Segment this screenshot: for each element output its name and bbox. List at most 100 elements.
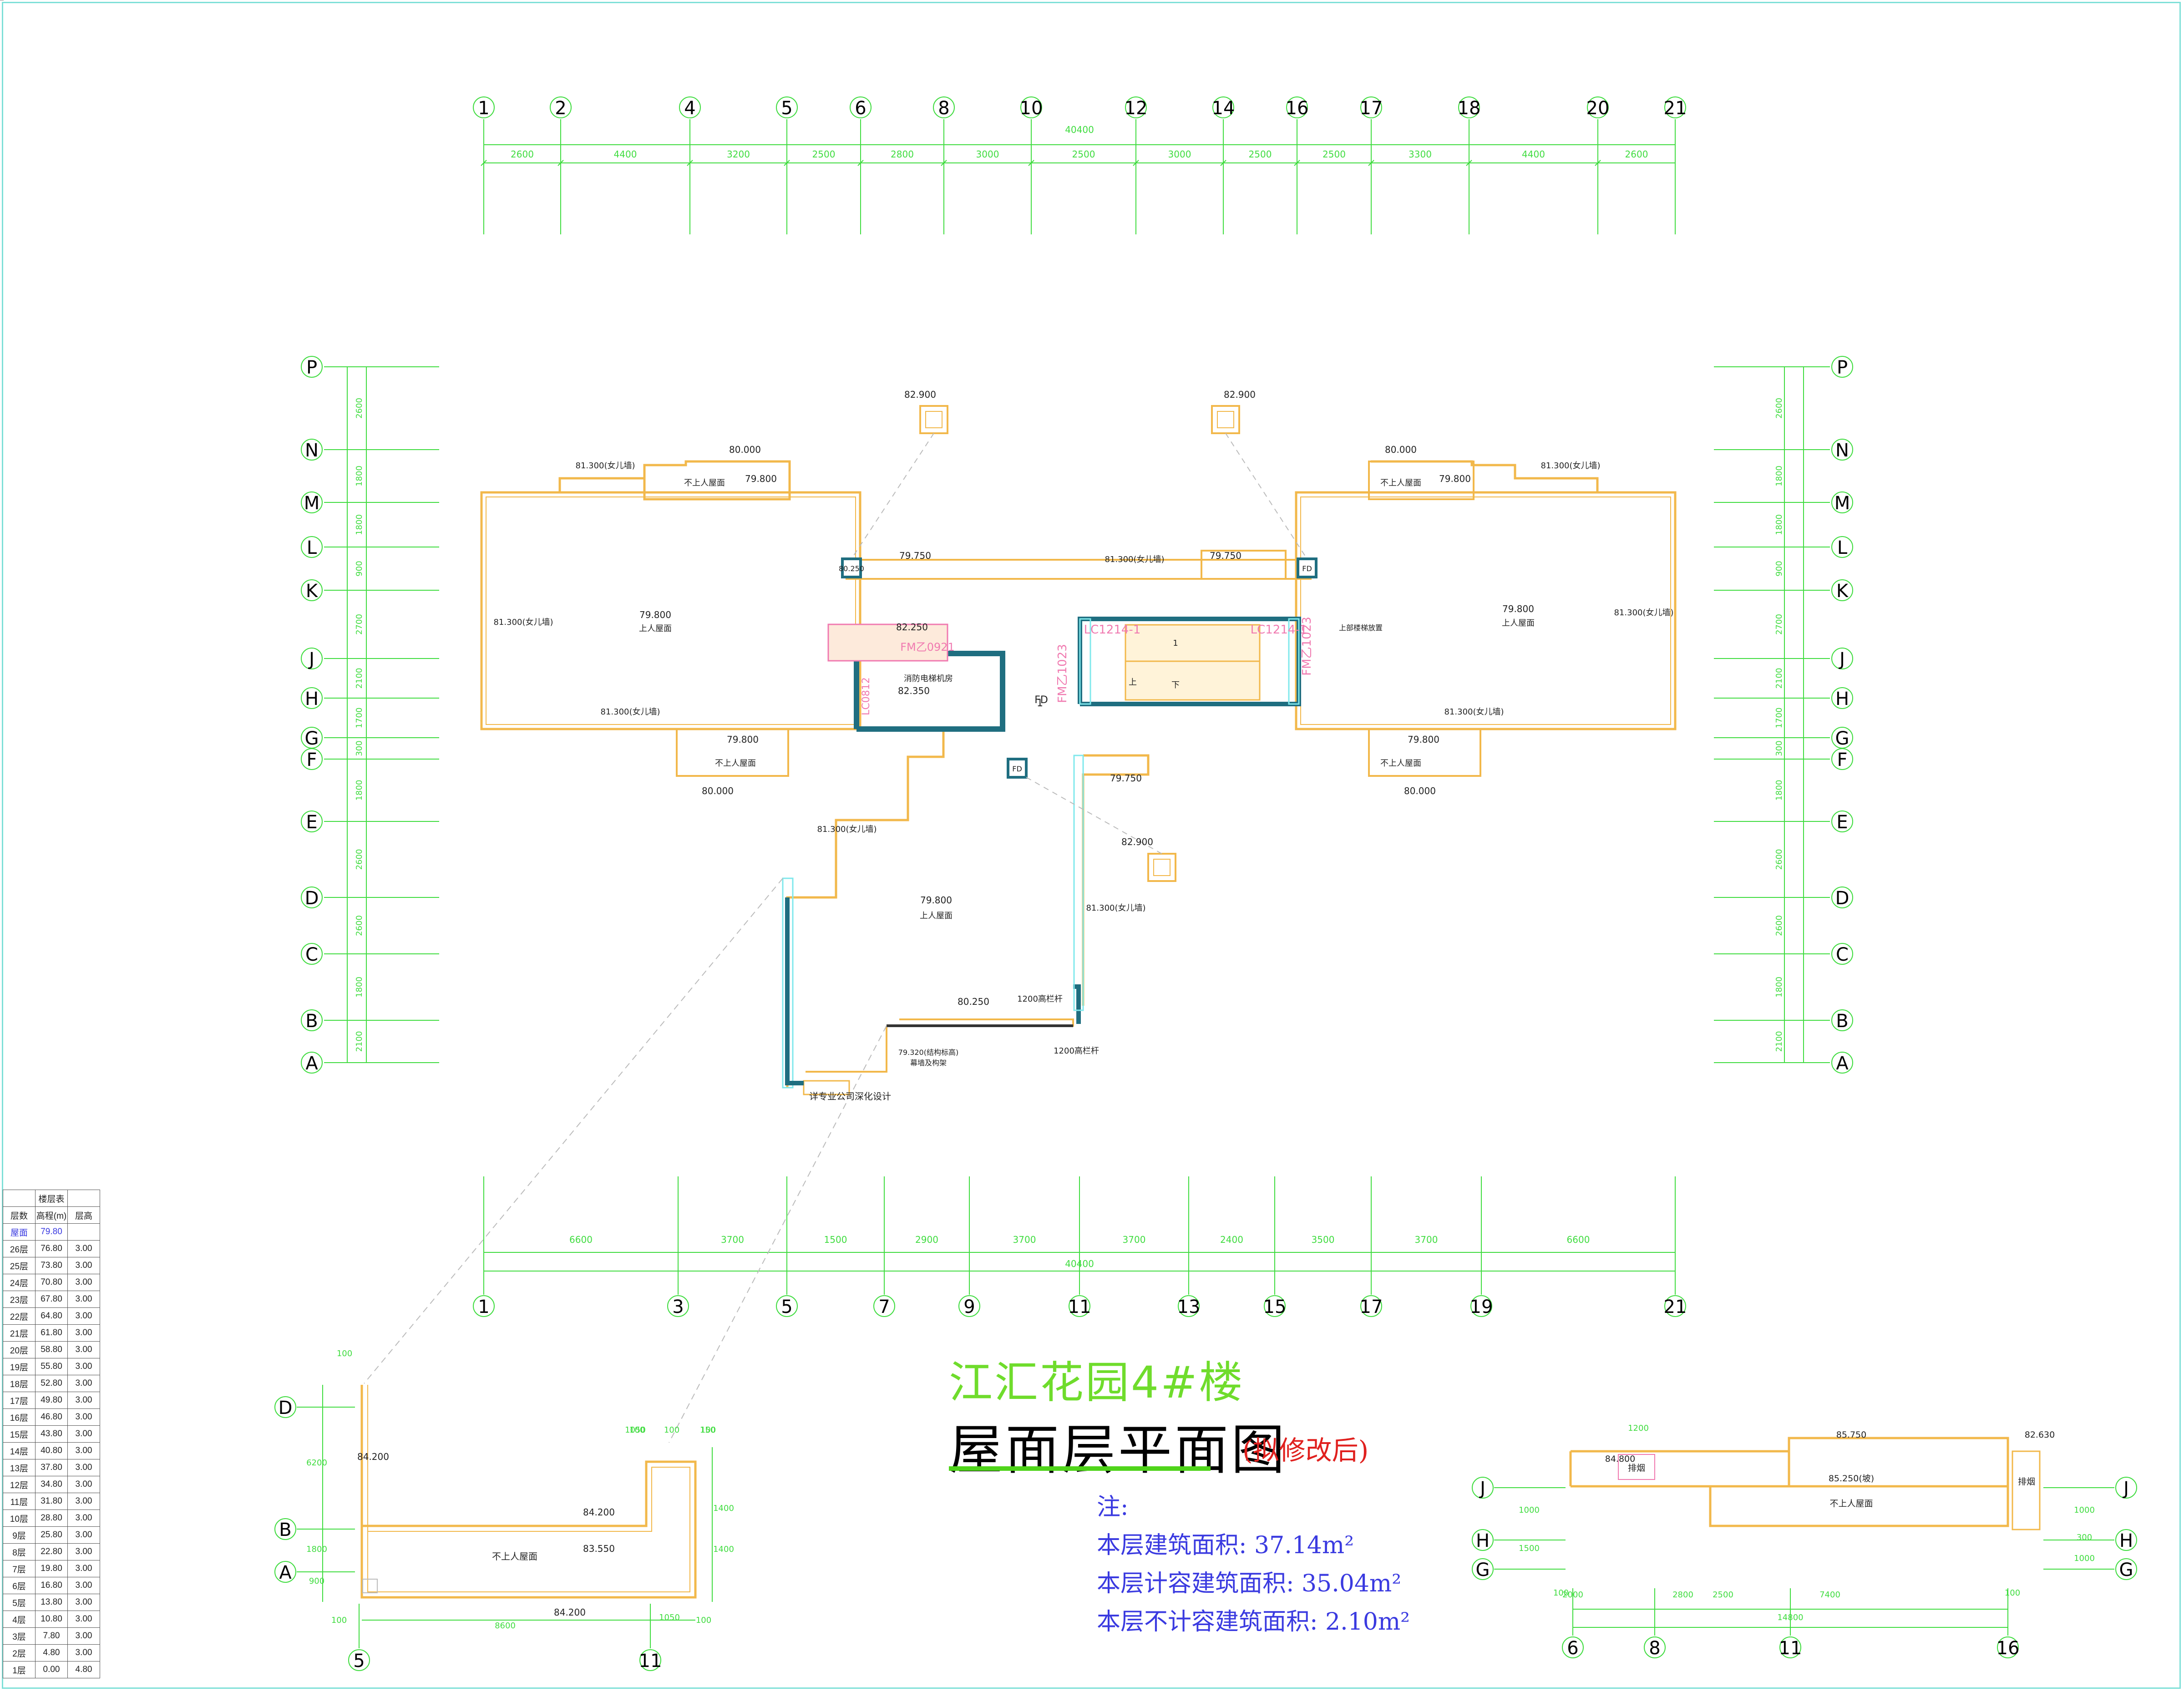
plan-label-8: 不上人屋面 [1380, 478, 1421, 488]
plan-label-52: FD [1034, 694, 1048, 706]
lower-wing-bottom-step [806, 1026, 887, 1073]
plan-label-41: 上人屋面 [920, 911, 953, 921]
right-axis-D: D [1835, 888, 1850, 909]
detail-left-dim-13: 100 [331, 1616, 347, 1625]
table-cell: 11层 [3, 1493, 35, 1510]
detail-right-smoke-right [2012, 1450, 2041, 1530]
top-axis-8-bubble [933, 96, 955, 118]
top-dim-tick-0 [481, 160, 487, 166]
bottom-axis-17: 17 [1360, 1297, 1383, 1317]
top-dim-8: 2500 [1249, 149, 1272, 160]
detail-right-label-2: 84.800 [1605, 1454, 1635, 1464]
table-cell: 28.80 [35, 1510, 68, 1527]
left-axis-H-bubble [301, 687, 323, 709]
table-cell: 3.00 [67, 1627, 100, 1645]
bottom-axis-7-bubble [873, 1295, 895, 1317]
left-dim-6: 1700 [355, 708, 364, 729]
detail-left-dim-6: 1050 [659, 1613, 680, 1622]
detail-right-axis-G-bubble [1472, 1558, 1494, 1580]
top-dim-tick-2 [687, 160, 693, 166]
left-axis-N: N [305, 440, 319, 461]
right-dim-2: 1800 [1774, 514, 1784, 535]
left-axis-F: F [306, 750, 317, 770]
left-axis-P-bubble [301, 356, 323, 378]
left-dim-4: 2700 [355, 614, 364, 635]
bottom-dim-7: 3500 [1312, 1234, 1335, 1245]
right-axis-B: B [1836, 1011, 1848, 1032]
detail-right-axis-J-bubble [1472, 1477, 1494, 1499]
top-dim-11: 4400 [1522, 149, 1545, 160]
top-dim-2: 3200 [727, 149, 750, 160]
top-axis-17: 17 [1360, 98, 1383, 119]
plan-label-22: 82.350 [898, 685, 930, 696]
left-dim-2: 1800 [355, 514, 364, 535]
detail-left-dim-8: 6200 [306, 1458, 327, 1468]
right-axis-J-bubble [1831, 648, 1853, 669]
detail-right-smoke-left [1618, 1454, 1655, 1480]
right-axis-M: M [1834, 493, 1850, 514]
detail-left-dim-1: 8600 [495, 1621, 516, 1631]
right-axis-K-bubble [1831, 579, 1853, 601]
plan-label-54: 1 [1173, 638, 1178, 648]
detail-left-axis-B-bubble [274, 1518, 296, 1540]
bottom-axis-3-bubble [667, 1295, 689, 1317]
detail-left-parapet [360, 1385, 697, 1599]
table-cell: 3层 [3, 1627, 35, 1645]
detail-left-dim-11: 1400 [713, 1504, 734, 1513]
stair-glass-right [1288, 618, 1300, 705]
table-cell: 23层 [3, 1291, 35, 1308]
right-wing-roof-outline [1295, 491, 1677, 730]
table-cell: 67.80 [35, 1291, 68, 1308]
left-dim-12: 2100 [355, 1031, 364, 1052]
detail-right-axis-r-J-bubble [2115, 1477, 2137, 1499]
table-cell: 26层 [3, 1240, 35, 1257]
table-cell: 3.00 [67, 1341, 100, 1358]
detail-right-axis-6-bubble [1562, 1636, 1584, 1658]
floor-drain-0 [841, 557, 862, 578]
table-cell: 8层 [3, 1543, 35, 1560]
top-dim-tick-9 [1294, 160, 1300, 166]
plan-label-14: 79.800 [639, 609, 671, 620]
plan-label-47: 幕墙及构架 [910, 1059, 947, 1067]
detail-left-label-1: 84.200 [583, 1507, 615, 1518]
top-dim-3: 2500 [812, 149, 836, 160]
bottom-dim-5: 3700 [1123, 1234, 1146, 1245]
detail-right-axis-H-bubble [1472, 1529, 1494, 1551]
plan-label-50: FD [1302, 564, 1312, 573]
left-axis-B: B [305, 1011, 318, 1032]
detail-link-left-2 [669, 1025, 887, 1443]
vent-shaft-0 [919, 405, 948, 434]
top-dim-1: 4400 [614, 149, 637, 160]
table-cell: 18层 [3, 1375, 35, 1392]
plan-label-13: 81.300(女儿墙) [493, 618, 553, 627]
table-cell: 3.00 [67, 1291, 100, 1308]
bottom-axis-21: 21 [1664, 1297, 1687, 1317]
right-axis-L-bubble [1831, 536, 1853, 558]
detail-left-axis-5-bubble [348, 1649, 370, 1671]
top-axis-17-bubble [1360, 96, 1382, 118]
detail-left-axis-5: 5 [353, 1651, 365, 1672]
right-axis-P: P [1837, 357, 1848, 378]
top-dim-tick-7 [1133, 160, 1139, 166]
left-axis-J-bubble [301, 648, 323, 669]
sheet-title: 屋面层平面图 [949, 1418, 1288, 1481]
detail-left-inner [367, 1385, 690, 1592]
detail-left-axis-B: B [279, 1520, 291, 1540]
detail-right-axis-8-bubble [1644, 1636, 1666, 1658]
detail-left-dim-5: 100 [700, 1425, 716, 1435]
right-axis-L: L [1837, 537, 1848, 558]
top-axis-12: 12 [1125, 98, 1148, 119]
detail-left-corner-box [362, 1579, 378, 1593]
right-axis-M-bubble [1831, 491, 1853, 513]
lower-wing-core-wall [785, 897, 804, 1085]
right-axis-K: K [1836, 581, 1849, 602]
detail-right-label-3: 85.250(坡) [1829, 1474, 1874, 1484]
table-cell: 7.80 [35, 1627, 68, 1645]
